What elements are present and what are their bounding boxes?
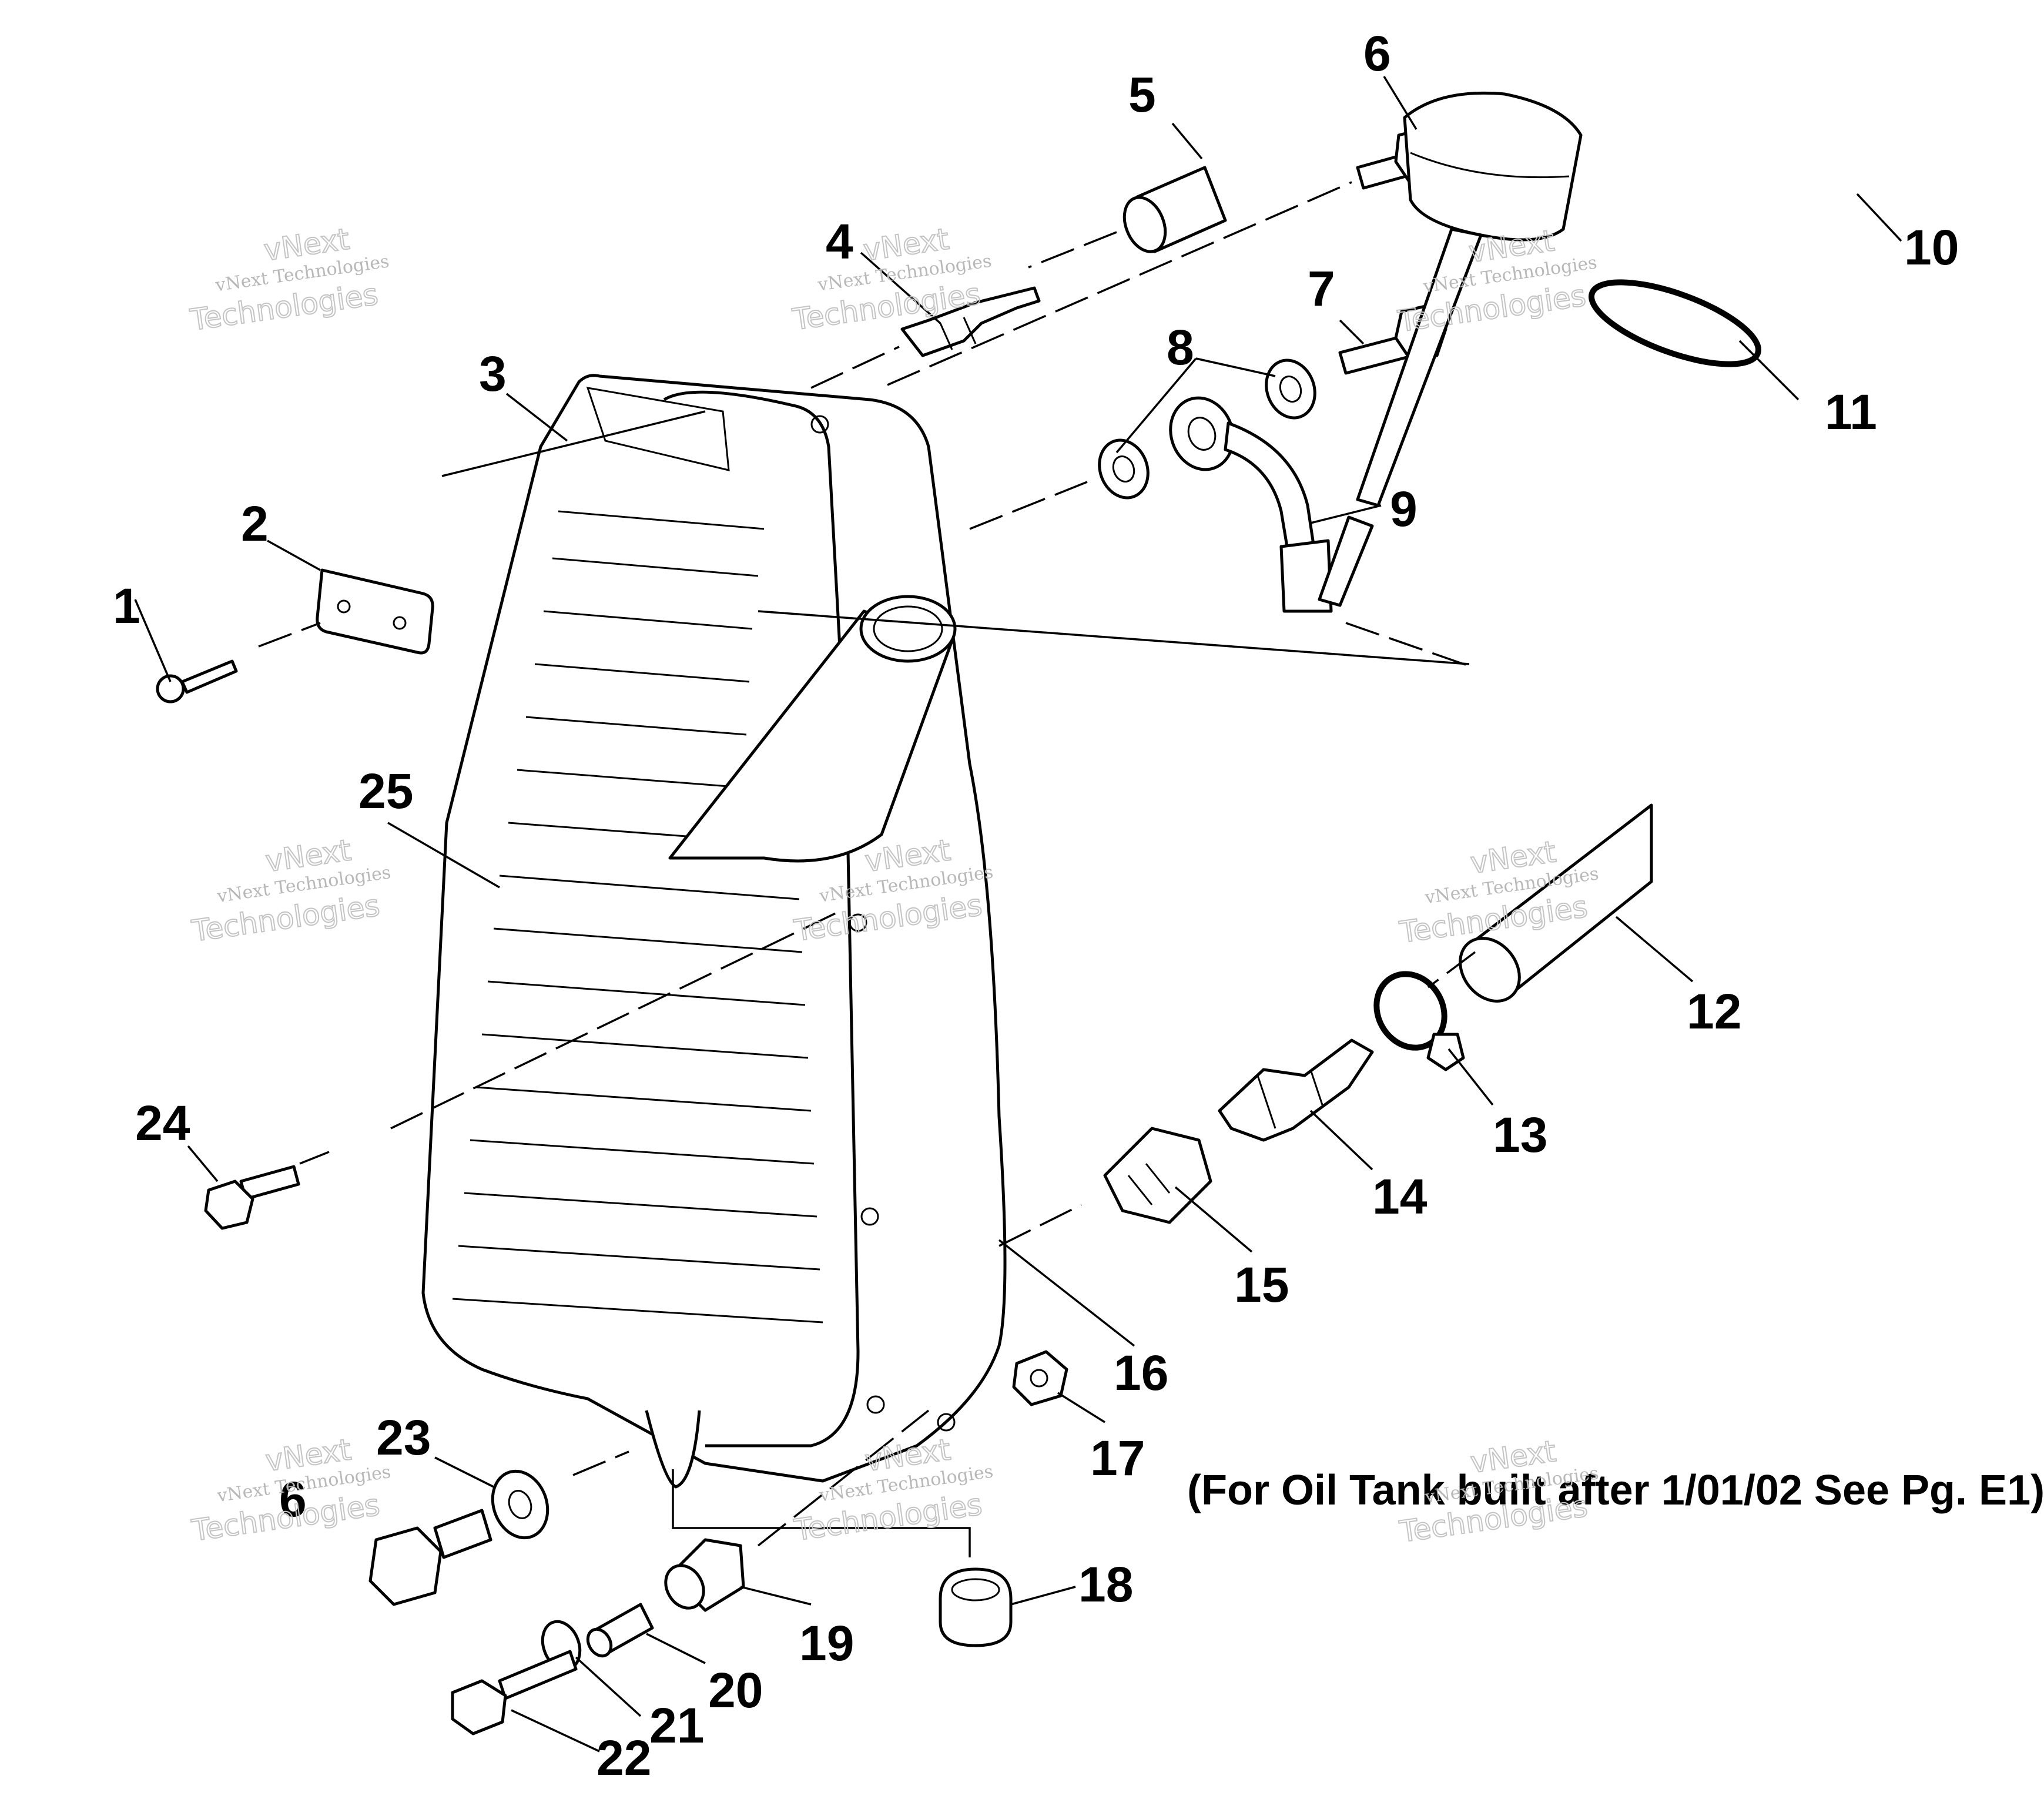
leader-lines <box>134 76 1902 1753</box>
washer-part-23 <box>491 1469 549 1540</box>
hose-part-5 <box>1122 166 1227 253</box>
washers-part-8 <box>1098 358 1316 500</box>
hose-clamp-part-13 <box>1373 971 1465 1071</box>
dipstick-cap-part-10 <box>1318 91 1583 607</box>
callout-17: 17 <box>1090 1430 1145 1486</box>
watermark-1: vNext Technologies vNext Technologies <box>187 221 391 337</box>
callout-22: 22 <box>597 1730 651 1785</box>
callout-labels: 1 2 3 4 5 6 7 8 9 10 11 12 13 14 15 16 1… <box>113 26 1959 1785</box>
sleeve-part-20 <box>586 1603 654 1658</box>
callout-6-bottom: 6 <box>279 1472 307 1527</box>
fitting-part-15 <box>1103 1127 1212 1224</box>
watermark-4: vNext Technologies vNext Technologies <box>189 832 393 949</box>
callout-21: 21 <box>649 1698 704 1753</box>
callout-9: 9 <box>1390 481 1418 537</box>
hose-part-12 <box>1459 803 1653 1003</box>
callout-23: 23 <box>376 1410 431 1465</box>
nut-part-17 <box>1012 1350 1068 1406</box>
callout-11: 11 <box>1825 384 1877 440</box>
callout-2: 2 <box>241 496 269 551</box>
plate-part-2 <box>316 568 434 655</box>
callout-25: 25 <box>358 763 413 819</box>
filler-neck <box>668 595 957 863</box>
screw-part-1 <box>156 659 238 703</box>
callout-4: 4 <box>826 214 853 269</box>
callout-15: 15 <box>1234 1257 1289 1312</box>
callout-10: 10 <box>1904 220 1959 275</box>
callout-13: 13 <box>1493 1107 1547 1162</box>
callout-20: 20 <box>708 1663 763 1718</box>
callout-8: 8 <box>1167 320 1194 375</box>
tank-ribs <box>452 510 823 1323</box>
grommet-part-19 <box>664 1538 745 1612</box>
fitting-part-14 <box>1218 1038 1374 1142</box>
callout-5: 5 <box>1128 67 1156 122</box>
callout-24: 24 <box>135 1095 190 1151</box>
bolt-part-22 <box>451 1650 578 1735</box>
callout-16: 16 <box>1114 1345 1168 1400</box>
callout-12: 12 <box>1687 984 1741 1039</box>
callout-1: 1 <box>113 578 140 634</box>
callout-6-top: 6 <box>1363 26 1391 81</box>
callout-19: 19 <box>799 1616 854 1671</box>
fitting-part-4 <box>900 286 1041 357</box>
banjo-fitting-part-9 <box>1169 396 1333 613</box>
grommet-part-18 <box>939 1567 1013 1647</box>
callout-7: 7 <box>1308 261 1335 316</box>
oil-tank-note: (For Oil Tank built after 1/01/02 See Pg… <box>1187 1467 2044 1514</box>
callout-14: 14 <box>1372 1169 1428 1224</box>
callout-3: 3 <box>479 346 507 401</box>
watermark-3: vNext Technologies vNext Technologies <box>1395 223 1599 339</box>
o-ring-part-11 <box>1589 279 1761 367</box>
watermark-7: vNext Technologies vNext Technologies <box>189 1432 393 1548</box>
drain-bolt-part-6-bottom <box>368 1509 492 1606</box>
bolt-part-24 <box>204 1165 300 1230</box>
oil-tank <box>421 374 1007 1489</box>
callout-18: 18 <box>1078 1557 1133 1612</box>
